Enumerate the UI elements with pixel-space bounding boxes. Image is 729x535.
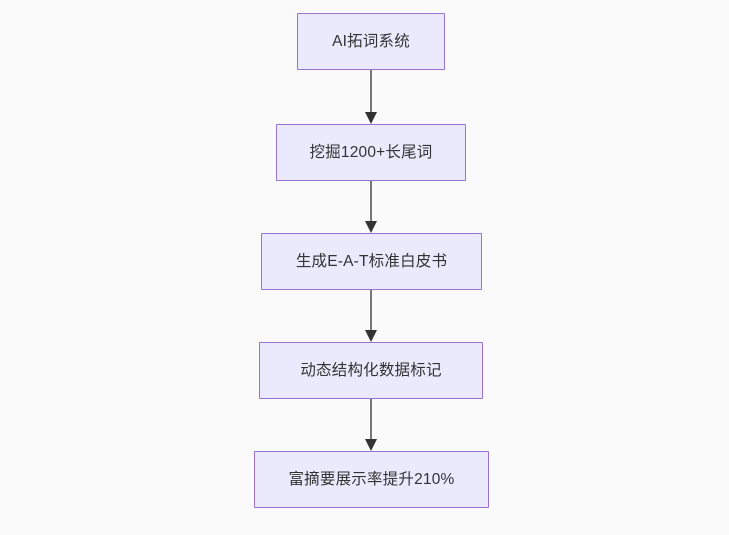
flow-node-label: AI拓词系统: [332, 32, 410, 50]
flow-node-ai-keyword-system[interactable]: AI拓词系统: [297, 13, 445, 70]
flow-arrow-4: [358, 399, 384, 457]
flow-node-rich-snippet-impression-lift[interactable]: 富摘要展示率提升210%: [254, 451, 489, 508]
flow-arrow-1: [358, 70, 384, 130]
flow-node-label: 动态结构化数据标记: [300, 361, 442, 379]
flow-node-label: 富摘要展示率提升210%: [288, 470, 455, 488]
flow-node-label: 生成E-A-T标准白皮书: [295, 252, 448, 270]
flow-node-generate-eat-whitepaper[interactable]: 生成E-A-T标准白皮书: [261, 233, 482, 290]
flow-node-label: 挖掘1200+长尾词: [309, 143, 433, 161]
flow-node-dynamic-structured-data-markup[interactable]: 动态结构化数据标记: [259, 342, 483, 399]
flow-arrow-3: [358, 290, 384, 348]
flow-arrow-2: [358, 181, 384, 239]
flow-node-mine-longtail-keywords[interactable]: 挖掘1200+长尾词: [276, 124, 466, 181]
